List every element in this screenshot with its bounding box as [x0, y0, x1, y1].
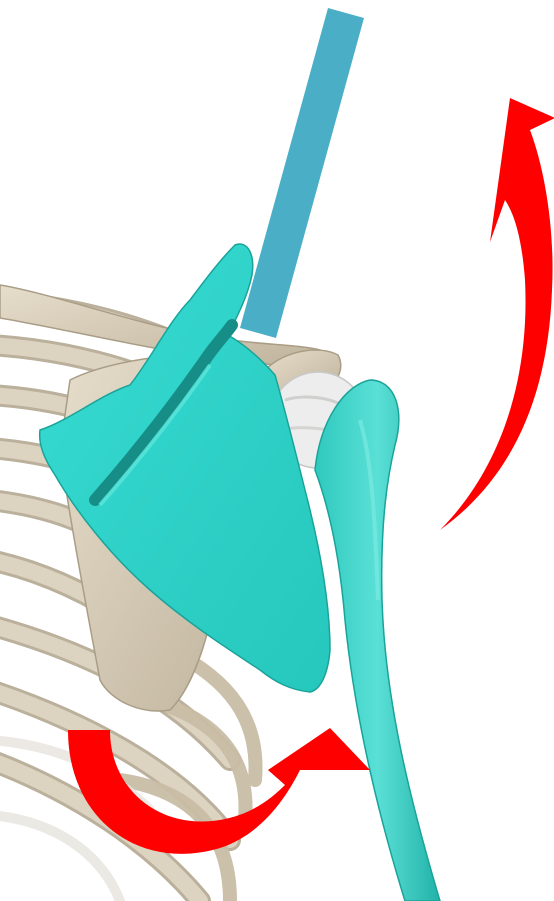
humerus [315, 380, 440, 901]
arm-elevation-arrow [440, 98, 554, 530]
axis-marker-bar [240, 8, 364, 338]
